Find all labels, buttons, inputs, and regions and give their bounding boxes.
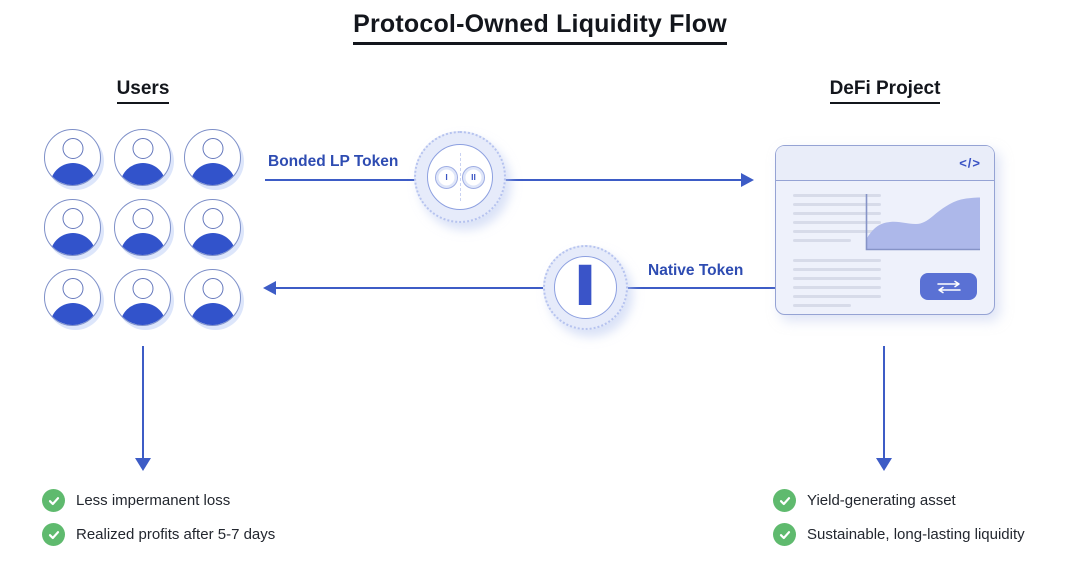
user-avatar — [184, 129, 241, 186]
avatar-body-icon — [119, 303, 166, 325]
user-avatar — [184, 199, 241, 256]
avatar-head-icon — [202, 208, 223, 229]
user-avatar — [114, 269, 171, 326]
native-token-coin-face: I — [554, 256, 617, 319]
text-line — [793, 230, 881, 233]
text-line — [793, 203, 881, 206]
lp-pair-coin-2-icon: II — [462, 165, 485, 189]
text-line — [793, 268, 881, 271]
text-line — [793, 221, 881, 224]
text-line — [793, 277, 881, 280]
avatar-body-icon — [49, 233, 96, 255]
native-token-flow-line — [276, 287, 775, 289]
users-benefits-list: Less impermanent loss Realized profits a… — [42, 489, 275, 546]
benefit-label: Less impermanent loss — [76, 492, 231, 509]
avatar-body-icon — [189, 233, 236, 255]
native-token-arrowhead-icon — [263, 281, 276, 295]
lp-coin-divider — [460, 153, 461, 201]
placeholder-text-block — [793, 259, 881, 313]
project-benefits-arrowhead-icon — [876, 458, 892, 471]
avatar-body-icon — [49, 303, 96, 325]
list-item: Less impermanent loss — [42, 489, 275, 512]
users-benefits-flow-line — [142, 346, 144, 459]
lp-token-coin-face: I II — [427, 144, 493, 210]
defi-project-heading: DeFi Project — [775, 78, 995, 104]
avatar-head-icon — [62, 208, 83, 229]
avatar-head-icon — [132, 138, 153, 159]
user-avatar — [184, 269, 241, 326]
avatar-head-icon — [62, 278, 83, 299]
text-line — [793, 239, 851, 242]
growth-chart-illustration — [865, 194, 980, 251]
users-benefits-arrowhead-icon — [135, 458, 151, 471]
benefit-label: Sustainable, long-lasting liquidity — [807, 526, 1025, 543]
avatar-head-icon — [62, 138, 83, 159]
window-body — [776, 181, 994, 313]
check-icon — [42, 523, 65, 546]
avatar-body-icon — [49, 163, 96, 185]
avatar-head-icon — [202, 138, 223, 159]
avatar-body-icon — [189, 303, 236, 325]
native-coin-numeral: I — [573, 252, 598, 318]
text-line — [793, 212, 881, 215]
list-item: Yield-generating asset — [773, 489, 1025, 512]
avatar-head-icon — [132, 208, 153, 229]
text-line — [793, 286, 881, 289]
benefit-label: Realized profits after 5-7 days — [76, 526, 276, 543]
code-icon: </> — [959, 155, 981, 171]
text-line — [793, 194, 881, 197]
user-avatar — [44, 199, 101, 256]
defi-project-window: </> — [775, 145, 995, 315]
benefit-label: Yield-generating asset — [807, 492, 956, 509]
text-line — [793, 304, 851, 307]
project-benefits-flow-line — [883, 346, 885, 459]
lp-pair-coin-1-icon: I — [435, 165, 458, 189]
avatar-body-icon — [189, 163, 236, 185]
avatar-head-icon — [202, 278, 223, 299]
users-heading: Users — [44, 78, 242, 104]
text-line — [793, 295, 881, 298]
list-item: Realized profits after 5-7 days — [42, 523, 275, 546]
user-avatar — [114, 199, 171, 256]
user-avatar — [44, 129, 101, 186]
lp-token-coin-icon: I II — [414, 131, 506, 223]
avatar-body-icon — [119, 163, 166, 185]
swap-arrows-icon — [936, 280, 961, 293]
swap-button — [920, 273, 977, 300]
bonded-lp-arrowhead-icon — [741, 173, 754, 187]
page-title: Protocol-Owned Liquidity Flow — [0, 10, 1080, 45]
native-token-coin-icon: I — [543, 245, 628, 330]
user-avatar — [44, 269, 101, 326]
window-header: </> — [776, 146, 994, 181]
check-icon — [42, 489, 65, 512]
user-avatar — [114, 129, 171, 186]
check-icon — [773, 489, 796, 512]
native-token-label: Native Token — [648, 262, 744, 279]
list-item: Sustainable, long-lasting liquidity — [773, 523, 1025, 546]
project-benefits-list: Yield-generating asset Sustainable, long… — [773, 489, 1025, 546]
users-heading-text: Users — [116, 78, 170, 104]
users-avatar-grid — [44, 129, 241, 326]
avatar-head-icon — [132, 278, 153, 299]
text-line — [793, 259, 881, 262]
placeholder-text-block — [793, 194, 881, 248]
avatar-body-icon — [119, 233, 166, 255]
page-title-text: Protocol-Owned Liquidity Flow — [353, 10, 727, 45]
bonded-lp-token-label: Bonded LP Token — [268, 153, 399, 170]
defi-project-heading-text: DeFi Project — [829, 78, 941, 104]
check-icon — [773, 523, 796, 546]
